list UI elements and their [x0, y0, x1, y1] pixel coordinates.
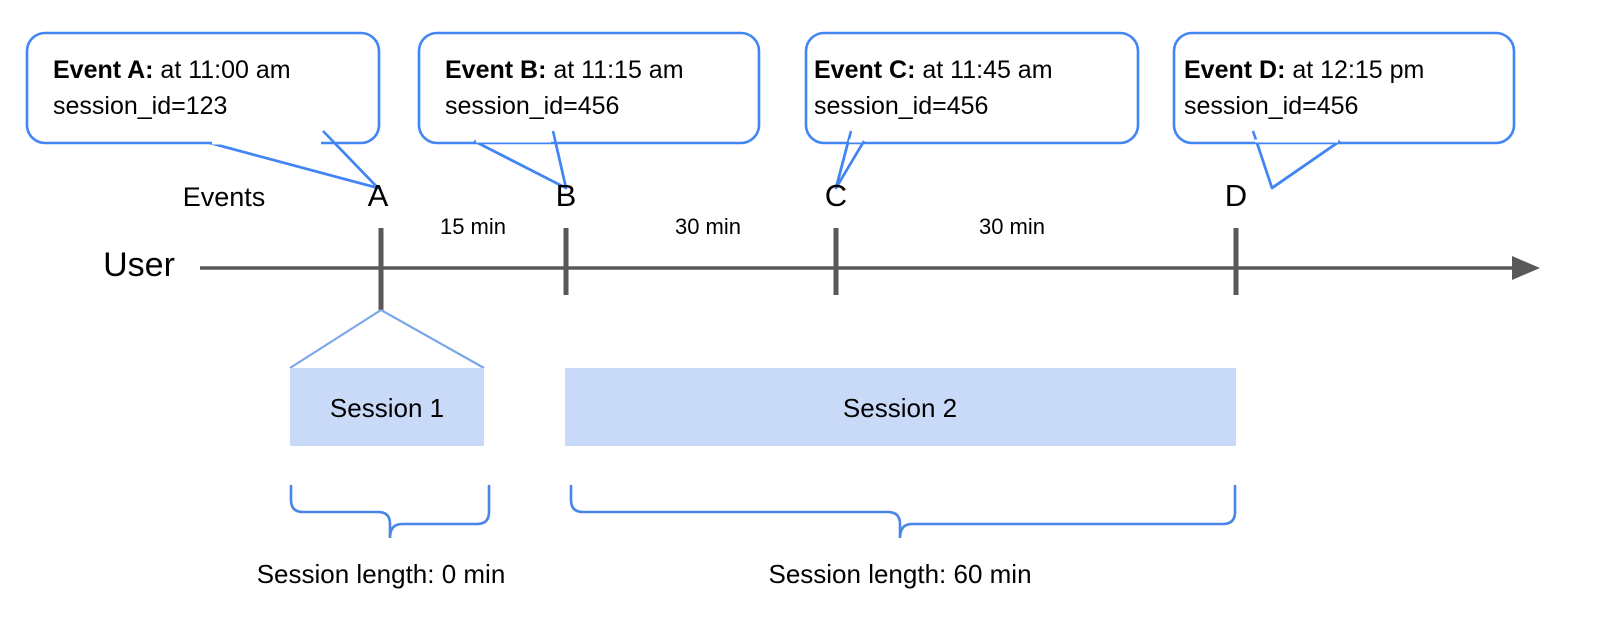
callout-event-d	[1172, 31, 1516, 190]
callout-b-text: Event B: at 11:15 am session_id=456	[445, 52, 684, 124]
duration-label-b-c: 30 min	[674, 214, 742, 239]
session-2-brace	[569, 484, 1237, 539]
row-label-user: User	[103, 246, 175, 284]
row-label-events: Events	[182, 182, 266, 212]
callout-c-text: Event C: at 11:45 am session_id=456	[814, 52, 1053, 124]
session-2-bar	[565, 368, 1236, 446]
callout-event-c	[804, 31, 1140, 190]
callout-c-box	[804, 31, 1140, 145]
callout-b-session: session_id=456	[445, 92, 620, 120]
session-2-label: Session 2	[842, 393, 958, 423]
callout-c-session: session_id=456	[814, 92, 989, 120]
callout-a-time: at 11:00 am	[153, 56, 291, 84]
timeline-axis	[200, 256, 1540, 280]
session-1-brace	[289, 484, 491, 539]
callout-a-session: session_id=123	[53, 92, 228, 120]
callout-d-text: Event D: at 12:15 pm session_id=456	[1184, 52, 1424, 124]
callout-b-time: at 11:15 am	[546, 56, 684, 84]
event-letter-b: B	[555, 178, 577, 213]
event-letter-d: D	[1224, 178, 1248, 213]
session-1-label: Session 1	[329, 393, 445, 423]
callout-event-b	[417, 31, 761, 190]
session-1-funnel	[289, 309, 485, 369]
event-ticks	[378, 228, 1239, 310]
callout-d-title: Event D:	[1184, 56, 1286, 84]
session-bars	[290, 368, 1236, 446]
session-2-length-label: Session length: 60 min	[768, 559, 1032, 589]
callout-a-title: Event A:	[53, 56, 154, 84]
event-letter-c: C	[824, 178, 848, 213]
callout-d-time: at 12:15 pm	[1285, 56, 1425, 84]
event-letter-a: A	[367, 178, 389, 213]
callout-c-tail-overlap	[834, 130, 866, 190]
callout-d-tail-overlap	[1251, 130, 1341, 190]
callout-a-box	[25, 31, 381, 145]
callout-d-session: session_id=456	[1184, 92, 1359, 120]
duration-label-a-b: 15 min	[439, 214, 507, 239]
axis-arrowhead	[1512, 256, 1540, 280]
callout-c-title: Event C:	[814, 56, 916, 84]
callout-c-time: at 11:45 am	[915, 56, 1053, 84]
callout-d-box	[1172, 31, 1516, 145]
callout-a-tail-overlap	[209, 130, 380, 190]
session-1-length-label: Session length: 0 min	[256, 559, 506, 589]
callout-b-title: Event B:	[445, 56, 547, 84]
callout-a-text: Event A: at 11:00 am session_id=123	[53, 52, 291, 124]
callout-b-box	[417, 31, 761, 145]
callout-b-tail-overlap	[473, 130, 568, 190]
duration-label-c-d: 30 min	[978, 214, 1046, 239]
session-1-bar	[290, 368, 484, 446]
callout-event-a	[25, 31, 381, 190]
